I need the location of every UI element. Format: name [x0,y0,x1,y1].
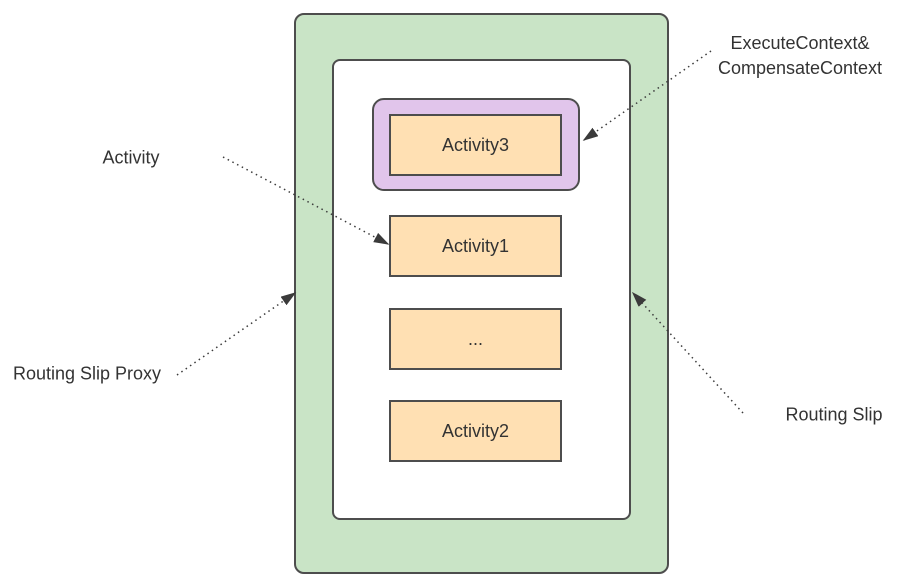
activity1-node: Activity1 [389,215,562,277]
execute-context-label-line1: ExecuteContext& [730,33,870,53]
activity3-node: Activity3 [389,114,562,176]
execute-context-label: ExecuteContext& CompensateContext [718,31,882,81]
arrow-routing-slip-proxy [176,293,295,376]
routing-slip-label: Routing Slip [785,404,883,425]
routing-slip-proxy-label: Routing Slip Proxy [12,363,162,384]
execute-context-label-line2: CompensateContext [717,58,883,78]
ellipsis-node: ... [389,308,562,370]
activity2-node: Activity2 [389,400,562,462]
activity-label: Activity [102,147,160,168]
